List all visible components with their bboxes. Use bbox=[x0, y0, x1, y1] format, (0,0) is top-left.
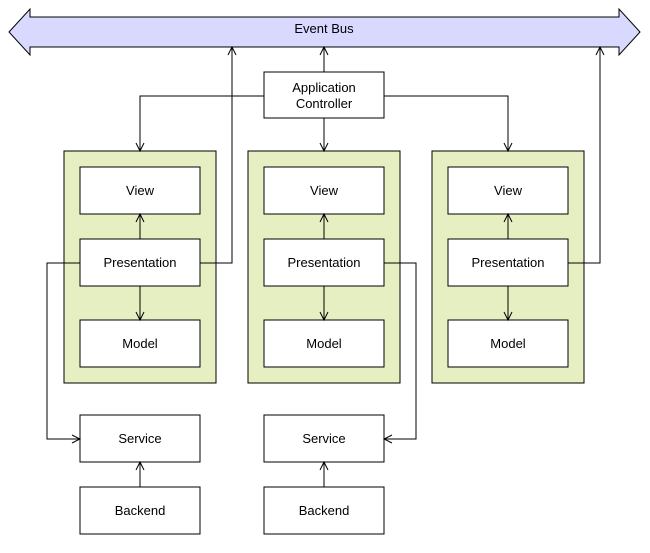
presentation-label: Presentation bbox=[288, 255, 361, 270]
module-1: View Presentation Model bbox=[79, 166, 201, 368]
view-label: View bbox=[126, 183, 155, 198]
model-box bbox=[79, 319, 201, 368]
model-box bbox=[447, 319, 569, 368]
controller-to-module3-arrow bbox=[384, 95, 508, 151]
service-stack-2: Service Backend bbox=[263, 414, 385, 535]
backend-box bbox=[263, 486, 385, 535]
backend-label: Backend bbox=[299, 503, 350, 518]
model-label: Model bbox=[490, 336, 526, 351]
model-label: Model bbox=[306, 336, 342, 351]
view-label: View bbox=[494, 183, 523, 198]
module-2: View Presentation Model bbox=[263, 166, 385, 368]
presentation1-to-bus-arrow bbox=[200, 47, 232, 264]
application-controller: Application Controller bbox=[263, 71, 385, 119]
service-box bbox=[79, 414, 201, 463]
service-label: Service bbox=[118, 431, 161, 446]
presentation-box bbox=[79, 238, 201, 287]
view-box bbox=[447, 166, 569, 215]
application-controller-label-line2: Controller bbox=[296, 96, 353, 111]
presentation2-to-service2-arrow bbox=[384, 262, 417, 439]
service-stack-1: Service Backend bbox=[79, 414, 201, 535]
event-bus-arrow bbox=[8, 7, 641, 57]
view-label: View bbox=[310, 183, 339, 198]
module-3: View Presentation Model bbox=[447, 166, 569, 368]
presentation-label: Presentation bbox=[104, 255, 177, 270]
event-bus: Event Bus bbox=[8, 7, 641, 57]
model-label: Model bbox=[122, 336, 158, 351]
controller-to-module1-arrow bbox=[140, 95, 264, 151]
connectors bbox=[46, 47, 600, 487]
presentation-label: Presentation bbox=[472, 255, 545, 270]
service-label: Service bbox=[302, 431, 345, 446]
presentation1-to-service1-arrow bbox=[46, 262, 80, 439]
application-controller-label-line1: Application bbox=[292, 80, 356, 95]
presentation-box bbox=[447, 238, 569, 287]
view-box bbox=[263, 166, 385, 215]
event-bus-label: Event Bus bbox=[294, 21, 354, 36]
presentation3-to-bus-arrow bbox=[568, 47, 600, 264]
backend-box bbox=[79, 486, 201, 535]
model-box bbox=[263, 319, 385, 368]
backend-label: Backend bbox=[115, 503, 166, 518]
